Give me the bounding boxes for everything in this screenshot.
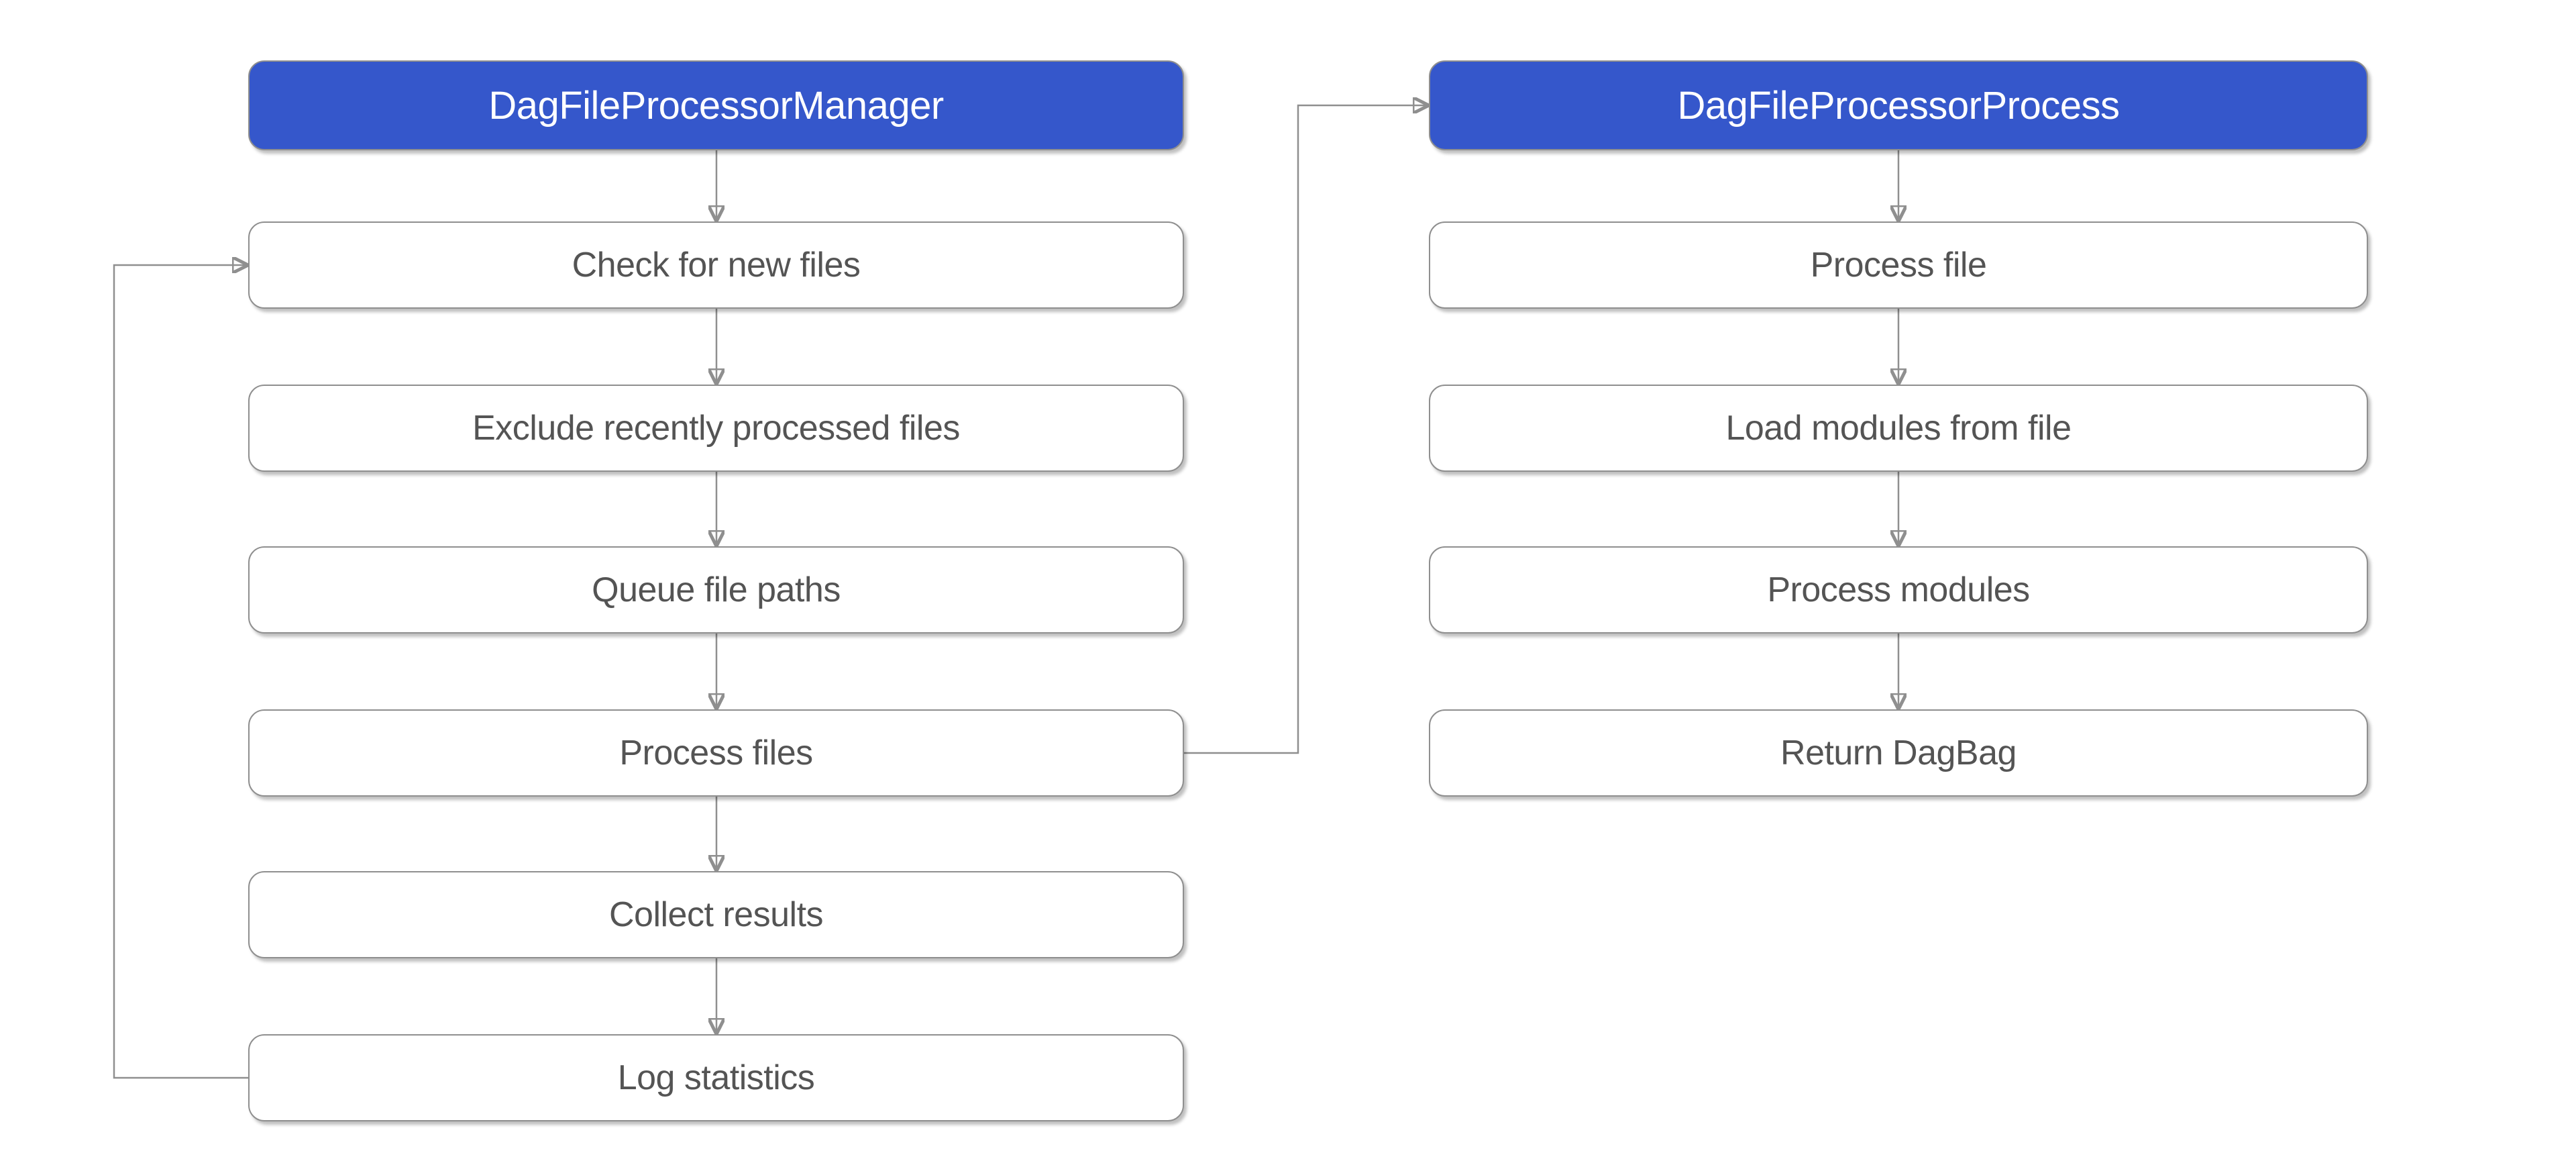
- node-exclude-recently-processed-files: Exclude recently processed files: [248, 385, 1184, 472]
- node-check-for-new-files: Check for new files: [248, 221, 1184, 309]
- node-process-files: Process files: [248, 709, 1184, 797]
- node-return-dagbag: Return DagBag: [1429, 709, 2368, 797]
- node-load-modules-from-file: Load modules from file: [1429, 385, 2368, 472]
- node-process-file: Process file: [1429, 221, 2368, 309]
- arrow-log-loop-to-check: [113, 265, 248, 1079]
- node-queue-file-paths: Queue file paths: [248, 546, 1184, 634]
- node-process-modules: Process modules: [1429, 546, 2368, 634]
- node-log-statistics: Log statistics: [248, 1034, 1184, 1121]
- node-dag-file-processor-process: DagFileProcessorProcess: [1429, 60, 2368, 150]
- arrow-process-files-to-processor: [1184, 105, 1428, 754]
- node-dag-file-processor-manager: DagFileProcessorManager: [248, 60, 1184, 150]
- node-collect-results: Collect results: [248, 871, 1184, 958]
